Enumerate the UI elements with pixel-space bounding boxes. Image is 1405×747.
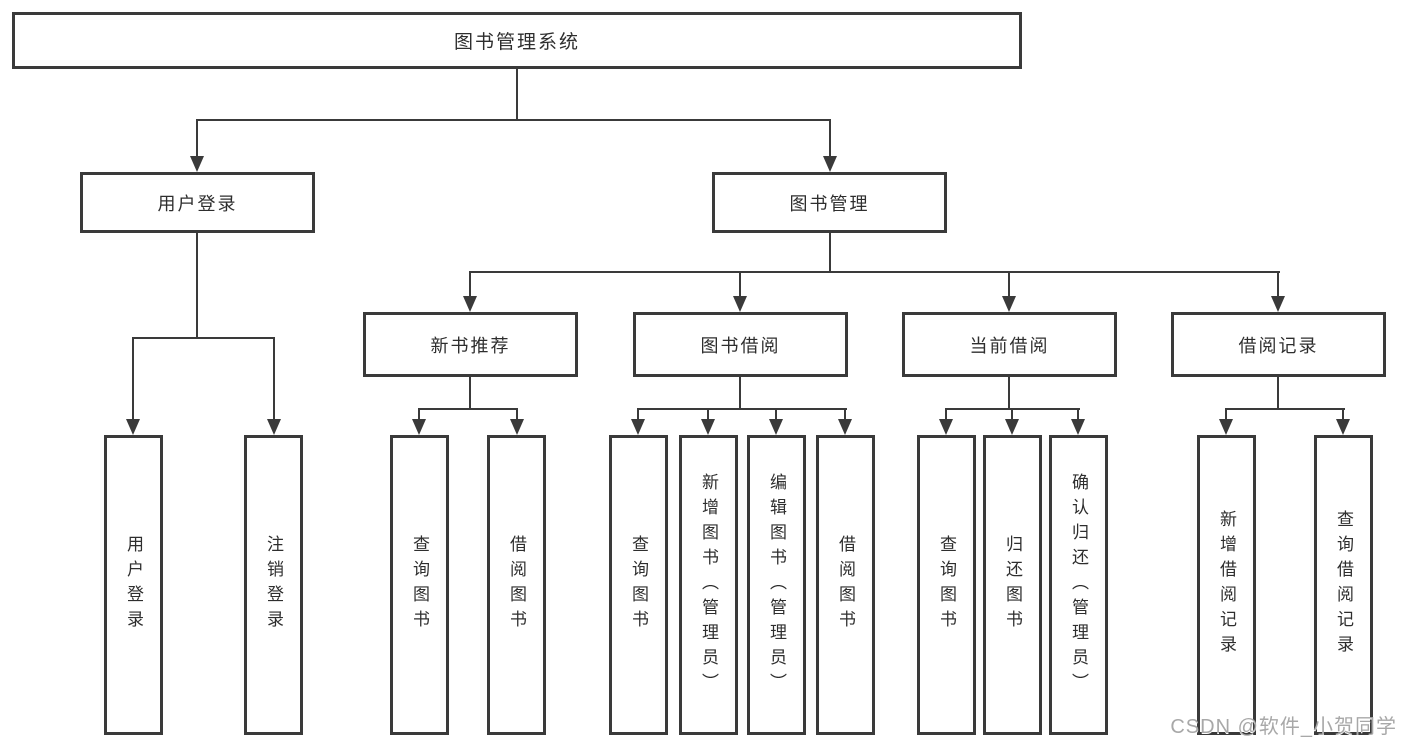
connector-line xyxy=(418,408,518,410)
connector-line xyxy=(739,271,741,298)
node-root-label: 图书管理系统 xyxy=(453,32,580,53)
connector-arrow-down xyxy=(267,419,281,435)
connector-line xyxy=(1011,408,1013,421)
connector-line xyxy=(1008,271,1010,298)
leaf-logout-label: 注销登录 xyxy=(264,535,283,635)
leaf-current-confirm-return-admin-label: 确认归还（管理员） xyxy=(1069,472,1088,698)
connector-line xyxy=(516,408,518,421)
leaf-recommend-borrow-books-label: 借阅图书 xyxy=(507,535,526,635)
connector-line xyxy=(637,408,847,410)
connector-line xyxy=(469,271,471,298)
connector-arrow-down xyxy=(126,419,140,435)
leaf-recommend-borrow-books: 借阅图书 xyxy=(487,435,546,735)
leaf-user-login: 用户登录 xyxy=(104,435,163,735)
leaf-borrow-add-books-admin: 新增图书（管理员） xyxy=(679,435,738,735)
leaf-records-add-record: 新增借阅记录 xyxy=(1197,435,1256,735)
leaf-recommend-query-books: 查询图书 xyxy=(390,435,449,735)
connector-line xyxy=(196,119,198,157)
node-book-borrow-label: 图书借阅 xyxy=(700,335,781,356)
connector-line xyxy=(196,233,198,339)
connector-line xyxy=(132,337,275,339)
connector-line xyxy=(469,271,1280,273)
connector-arrow-down xyxy=(510,419,524,435)
node-user-login-label: 用户登录 xyxy=(157,193,238,214)
connector-line xyxy=(637,408,639,421)
connector-line xyxy=(132,337,134,421)
connector-arrow-down xyxy=(733,296,747,312)
connector-arrow-down xyxy=(1219,419,1233,435)
node-book-management: 图书管理 xyxy=(712,172,947,233)
leaf-borrow-query-books-label: 查询图书 xyxy=(629,535,648,635)
connector-line xyxy=(516,68,518,120)
node-borrow-records-label: 借阅记录 xyxy=(1238,335,1319,356)
leaf-current-query-books-label: 查询图书 xyxy=(937,535,956,635)
leaf-current-return-books: 归还图书 xyxy=(983,435,1042,735)
watermark: CSDN @软件_小贺同学 xyxy=(1170,716,1397,738)
connector-arrow-down xyxy=(1005,419,1019,435)
connector-line xyxy=(196,119,831,121)
node-borrow-records: 借阅记录 xyxy=(1171,312,1386,377)
node-new-book-recommend: 新书推荐 xyxy=(363,312,578,377)
connector-arrow-down xyxy=(1271,296,1285,312)
connector-line xyxy=(1225,408,1345,410)
node-new-book-recommend-label: 新书推荐 xyxy=(430,335,511,356)
leaf-borrow-query-books: 查询图书 xyxy=(609,435,668,735)
connector-line xyxy=(739,377,741,410)
connector-arrow-down xyxy=(463,296,477,312)
node-book-management-label: 图书管理 xyxy=(789,193,870,214)
leaf-user-login-label: 用户登录 xyxy=(124,535,143,635)
leaf-records-query-record-label: 查询借阅记录 xyxy=(1334,510,1353,660)
leaf-borrow-add-books-admin-label: 新增图书（管理员） xyxy=(699,472,718,698)
connector-arrow-down xyxy=(823,156,837,172)
connector-arrow-down xyxy=(1336,419,1350,435)
node-book-borrow: 图书借阅 xyxy=(633,312,848,377)
leaf-logout: 注销登录 xyxy=(244,435,303,735)
connector-arrow-down xyxy=(190,156,204,172)
leaf-borrow-borrow-books: 借阅图书 xyxy=(816,435,875,735)
connector-line xyxy=(945,408,947,421)
connector-arrow-down xyxy=(838,419,852,435)
leaf-records-query-record: 查询借阅记录 xyxy=(1314,435,1373,735)
connector-line xyxy=(469,377,471,410)
connector-line xyxy=(829,119,831,157)
connector-line xyxy=(844,408,846,421)
connector-arrow-down xyxy=(701,419,715,435)
connector-line xyxy=(1277,271,1279,298)
connector-arrow-down xyxy=(1071,419,1085,435)
connector-arrow-down xyxy=(1002,296,1016,312)
leaf-recommend-query-books-label: 查询图书 xyxy=(410,535,429,635)
node-root: 图书管理系统 xyxy=(12,12,1022,69)
connector-line xyxy=(1077,408,1079,421)
leaf-current-query-books: 查询图书 xyxy=(917,435,976,735)
connector-line xyxy=(1008,377,1010,410)
connector-line xyxy=(1342,408,1344,421)
leaf-current-confirm-return-admin: 确认归还（管理员） xyxy=(1049,435,1108,735)
connector-line xyxy=(418,408,420,421)
connector-line xyxy=(1225,408,1227,421)
connector-arrow-down xyxy=(412,419,426,435)
connector-line xyxy=(829,233,831,273)
leaf-borrow-edit-books-admin: 编辑图书（管理员） xyxy=(747,435,806,735)
connector-arrow-down xyxy=(769,419,783,435)
connector-arrow-down xyxy=(939,419,953,435)
node-current-borrow: 当前借阅 xyxy=(902,312,1117,377)
connector-line xyxy=(1277,377,1279,410)
connector-line xyxy=(707,408,709,421)
connector-line xyxy=(775,408,777,421)
connector-arrow-down xyxy=(631,419,645,435)
leaf-borrow-borrow-books-label: 借阅图书 xyxy=(836,535,855,635)
leaf-records-add-record-label: 新增借阅记录 xyxy=(1217,510,1236,660)
connector-line xyxy=(273,337,275,421)
leaf-current-return-books-label: 归还图书 xyxy=(1003,535,1022,635)
node-current-borrow-label: 当前借阅 xyxy=(969,335,1050,356)
node-user-login: 用户登录 xyxy=(80,172,315,233)
leaf-borrow-edit-books-admin-label: 编辑图书（管理员） xyxy=(767,472,786,698)
